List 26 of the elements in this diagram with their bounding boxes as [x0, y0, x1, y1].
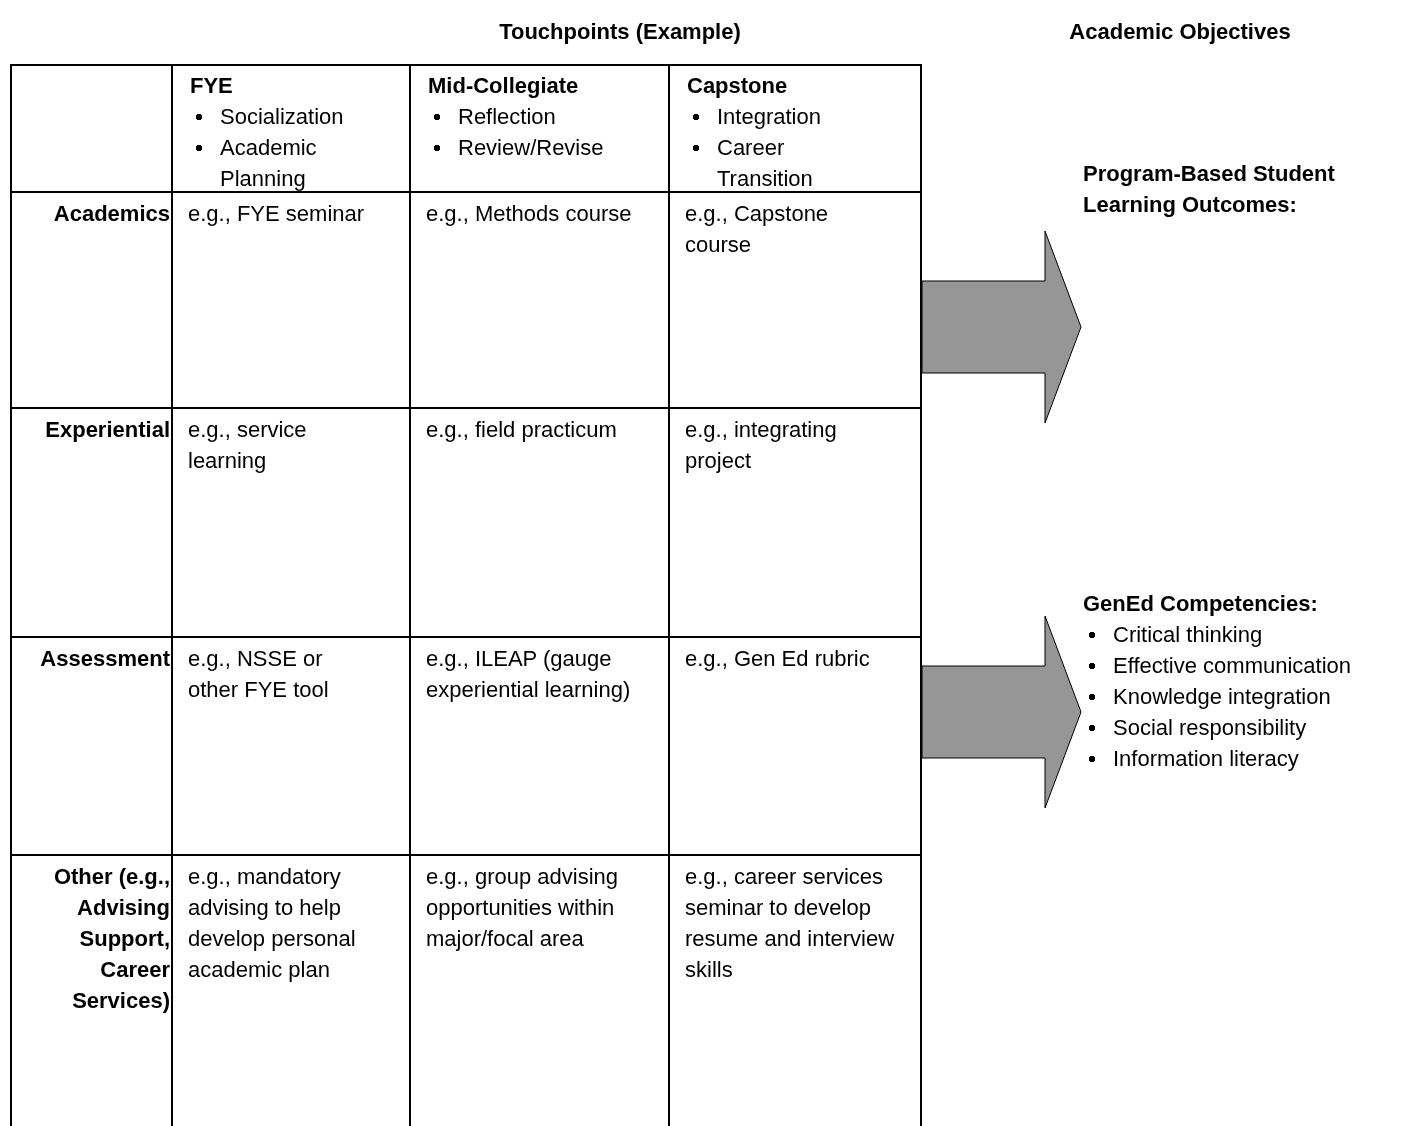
heading: Touchpoints (Example) — [498, 18, 742, 46]
table — [10, 64, 922, 1126]
cell-text: e.g., ILEAP (gauge experiential learning) — [426, 645, 632, 704]
cell-text: e.g., FYE seminar — [188, 200, 366, 228]
heading: Program-Based Student Learning Outcomes: — [1083, 158, 1403, 220]
column-heading: FYE — [190, 72, 234, 100]
cell-text: e.g., service learning — [188, 416, 308, 475]
row-heading: Academics — [52, 200, 170, 228]
column-heading: Capstone — [687, 72, 789, 100]
row-heading: Other (e.g., Advising Support, Career Services) — [52, 863, 170, 1015]
cell-text: e.g., group advising opportunities within major/focal area — [426, 863, 620, 953]
cell-text: e.g., integrating project — [685, 416, 838, 475]
block-arrow — [921, 615, 1082, 809]
row-heading: Assessment — [39, 645, 170, 673]
cell-text: e.g., field practicum — [426, 416, 618, 444]
column-heading: Mid-Collegiate — [428, 72, 580, 100]
block-arrow — [921, 230, 1082, 424]
cell-text: e.g., Gen Ed rubric — [685, 645, 871, 673]
cell-text: e.g., Capstone course — [685, 200, 830, 259]
cell-text: e.g., career services seminar to develop resume and interview skills — [685, 863, 895, 984]
cell-text: e.g., NSSE or other FYE tool — [188, 645, 330, 704]
heading: GenEd Competencies: — [1083, 590, 1319, 618]
row-heading: Experiential — [44, 416, 170, 444]
heading: Academic Objectives — [1068, 18, 1292, 46]
cell-text: e.g., mandatory advising to help develop personal academic plan — [188, 863, 357, 984]
cell-text: e.g., Methods course — [426, 200, 633, 228]
